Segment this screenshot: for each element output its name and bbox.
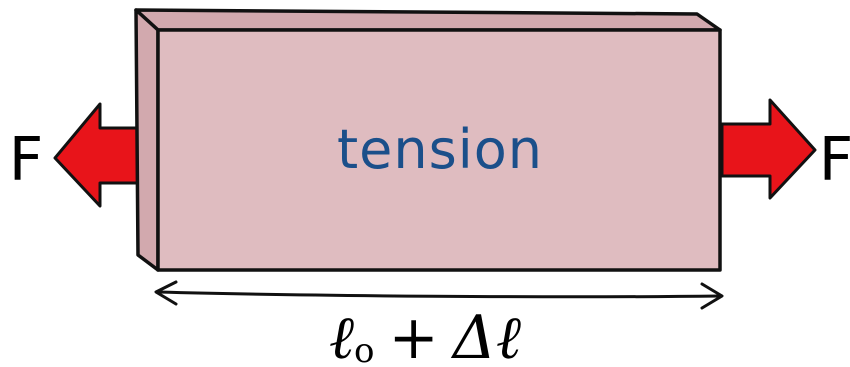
block bbox=[134, 8, 722, 272]
length-delta: Δℓ bbox=[451, 303, 521, 367]
block-front-face bbox=[156, 28, 722, 272]
block-side-face bbox=[134, 8, 160, 272]
length-subscript: o bbox=[354, 331, 374, 367]
block-top-face bbox=[134, 8, 722, 32]
length-label: ℓo +Δℓ bbox=[329, 303, 521, 367]
length-operator: + bbox=[388, 303, 438, 367]
right-force-arrow bbox=[720, 98, 817, 200]
right-force-label: F bbox=[819, 125, 850, 195]
left-force-label: F bbox=[9, 125, 44, 195]
block-label: tension bbox=[337, 118, 543, 181]
length-dimension-arrow bbox=[154, 280, 724, 310]
length-base: ℓ bbox=[329, 303, 354, 367]
